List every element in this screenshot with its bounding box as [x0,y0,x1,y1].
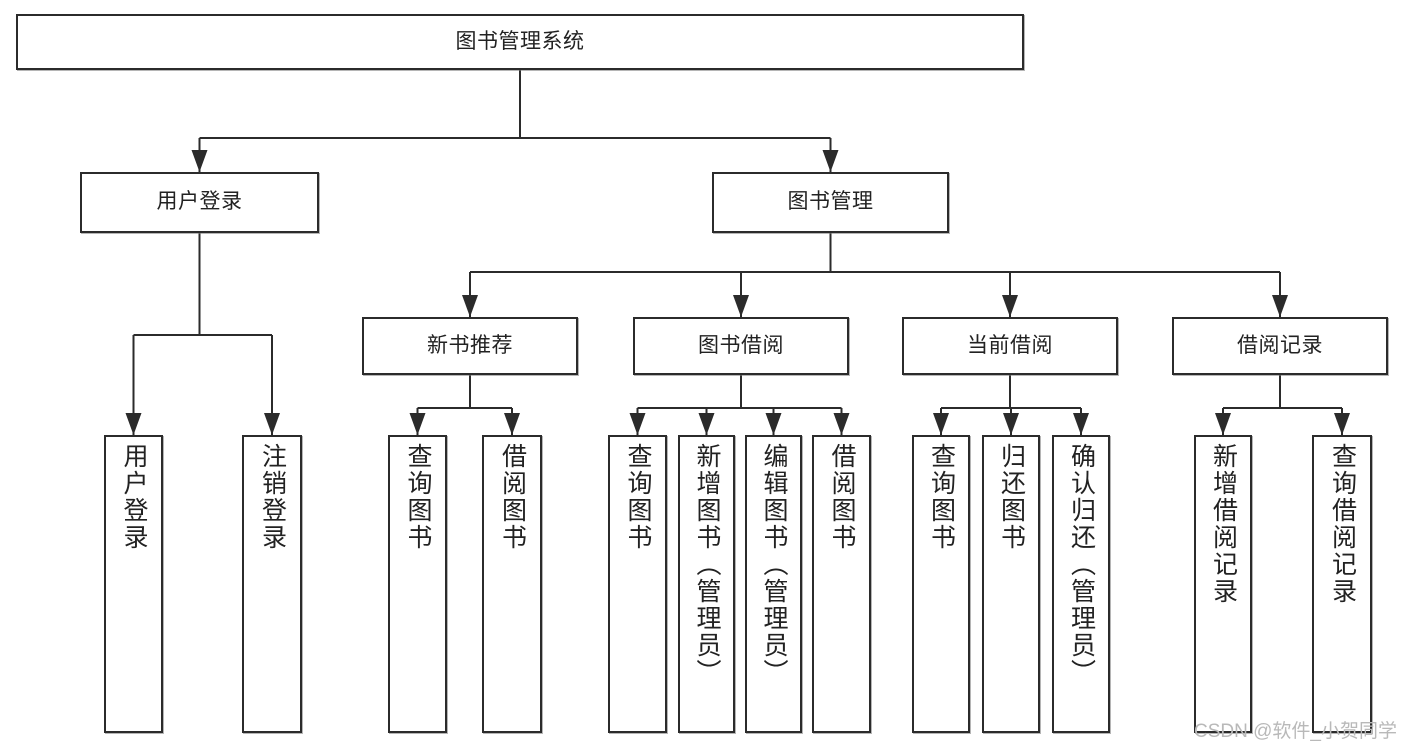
node-label: 新增借阅记录 [1209,443,1238,605]
arrowhead-icon [933,413,949,435]
arrowhead-icon [125,413,142,435]
arrowhead-icon [1073,413,1089,435]
node-label: 新书推荐 [427,333,513,357]
node-l-addrec[interactable]: 新增借阅记录 [1194,435,1252,733]
arrowhead-icon [264,413,280,435]
node-root[interactable]: 图书管理系统 [16,14,1024,70]
arrowhead-icon [504,413,520,435]
arrowhead-icon [1002,295,1018,317]
node-l-login[interactable]: 用户登录 [104,435,163,733]
node-records[interactable]: 借阅记录 [1172,317,1388,375]
arrowhead-icon [822,150,839,172]
node-l-logout[interactable]: 注销登录 [242,435,302,733]
node-label: 编辑图书（管理员） [760,443,788,686]
arrowhead-icon [629,413,646,435]
node-l-bbook1[interactable]: 借阅图书 [482,435,542,733]
arrowhead-icon [1272,295,1288,317]
node-l-qbook2[interactable]: 查询图书 [608,435,667,733]
node-l-confirm[interactable]: 确认归还（管理员） [1052,435,1110,733]
arrowhead-icon [698,413,715,435]
arrowhead-icon [191,150,208,172]
node-label: 查询图书 [624,443,652,551]
arrowhead-icon [765,413,782,435]
node-label: 新增图书（管理员） [693,443,721,686]
node-label: 用户登录 [120,443,148,551]
node-l-editbook[interactable]: 编辑图书（管理员） [745,435,802,733]
node-login[interactable]: 用户登录 [80,172,319,233]
node-label: 用户登录 [156,190,243,214]
node-bookmgmt[interactable]: 图书管理 [712,172,949,233]
node-l-bbook2[interactable]: 借阅图书 [812,435,871,733]
node-label: 图书管理系统 [455,29,585,53]
node-l-return[interactable]: 归还图书 [982,435,1040,733]
node-label: 图书管理 [787,190,874,214]
node-label: 当前借阅 [967,333,1053,357]
node-l-qbook1[interactable]: 查询图书 [388,435,447,733]
arrowhead-icon [733,295,749,317]
arrowhead-icon [833,413,850,435]
arrowhead-icon [1003,413,1019,435]
node-newbook[interactable]: 新书推荐 [362,317,578,375]
arrowhead-icon [1215,413,1231,435]
node-l-addbook[interactable]: 新增图书（管理员） [678,435,735,733]
node-label: 归还图书 [997,443,1026,551]
node-label: 查询图书 [927,443,956,551]
node-label: 确认归还（管理员） [1067,443,1096,686]
node-label: 借阅图书 [828,443,856,551]
node-label: 借阅图书 [498,443,527,551]
watermark: CSDN @软件_小贺同学 [1194,721,1397,742]
node-label: 借阅记录 [1237,333,1323,357]
arrowhead-icon [1334,413,1350,435]
node-label: 查询借阅记录 [1328,443,1357,605]
node-label: 图书借阅 [698,333,784,357]
node-l-qrec[interactable]: 查询借阅记录 [1312,435,1372,733]
node-label: 注销登录 [258,443,287,551]
node-label: 查询图书 [404,443,432,551]
arrowhead-icon [409,413,426,435]
arrowhead-icon [462,295,478,317]
node-l-qbook3[interactable]: 查询图书 [912,435,970,733]
node-current[interactable]: 当前借阅 [902,317,1118,375]
node-borrow[interactable]: 图书借阅 [633,317,849,375]
